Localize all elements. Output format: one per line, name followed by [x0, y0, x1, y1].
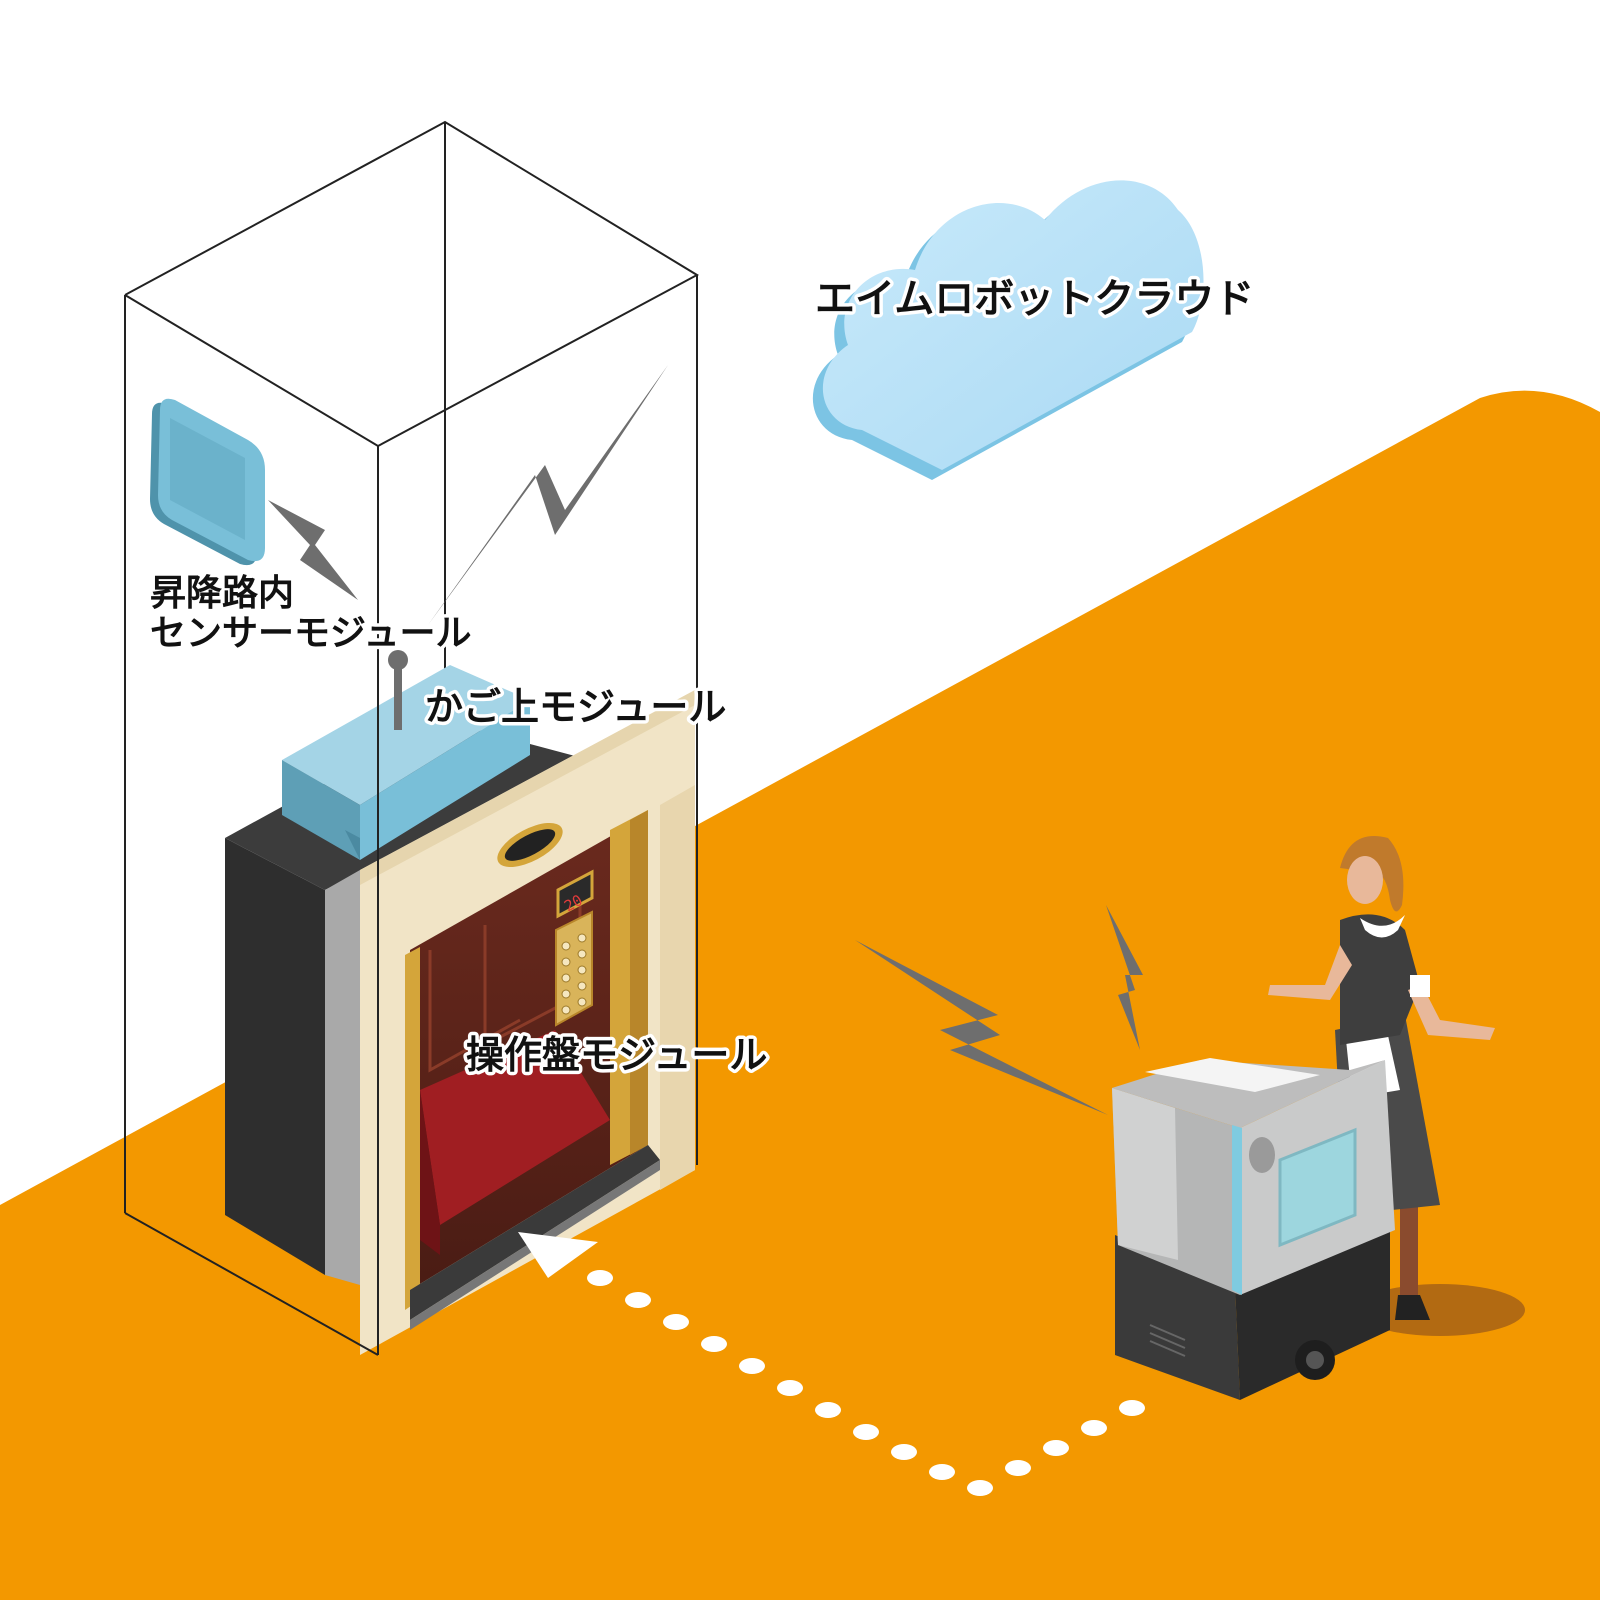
delivery-robot-icon: [1112, 1058, 1395, 1400]
car-top-label: かご上モジュール: [425, 685, 726, 729]
operation-panel: [555, 910, 593, 1027]
path-arrow-icon: [518, 1232, 1145, 1496]
shaft-sensor-label-2: センサーモジュール: [150, 613, 471, 654]
elevator-shaft-front: [124, 275, 698, 1356]
car-top-module-icon: [282, 650, 530, 860]
panel-label: 操作盤モジュール: [466, 1033, 767, 1077]
cloud-icon: [812, 180, 1204, 480]
lightning-icon: [268, 365, 1143, 1115]
cloud-label: エイムロボットクラウド: [815, 276, 1254, 322]
shaft-sensor-label-1: 昇降路内: [150, 573, 294, 614]
sensor-module-icon: [150, 398, 265, 566]
